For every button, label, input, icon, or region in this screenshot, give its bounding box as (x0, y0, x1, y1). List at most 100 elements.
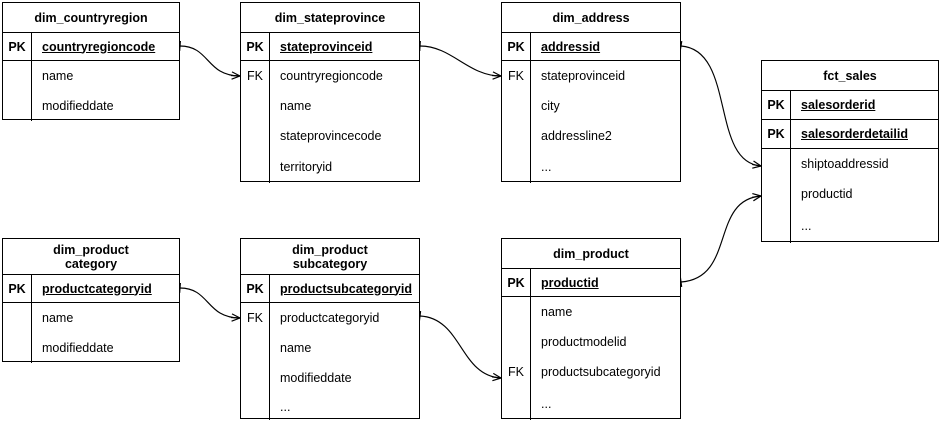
crows-foot-prong-1 (491, 376, 502, 379)
crows-foot-prong-2 (231, 313, 241, 319)
entity-title: fct_sales (762, 61, 938, 91)
attribute-name[interactable]: stateprovinceid (541, 69, 626, 83)
key-marker-empty (502, 151, 530, 183)
relationship-address-to-fctsales[interactable] (679, 40, 762, 169)
attribute-name[interactable]: productid (801, 187, 853, 201)
key-marker-empty (241, 363, 269, 393)
attribute-name[interactable]: productmodelid (541, 335, 627, 349)
key-marker: PK (502, 33, 531, 60)
key-marker-empty (502, 121, 530, 151)
attribute-name[interactable]: addressline2 (541, 129, 612, 143)
key-marker-empty (241, 151, 269, 183)
attribute-field-column: countryregioncode name stateprovincecode te… (270, 61, 419, 183)
relationship-line (179, 287, 241, 319)
attribute-name[interactable]: stateprovincecode (280, 129, 382, 143)
attribute-name[interactable]: name (42, 69, 74, 83)
entity-key-row[interactable]: PK productcategoryid (3, 275, 179, 303)
attribute-name[interactable]: modifieddate (42, 99, 114, 113)
attribute-name[interactable]: modifieddate (280, 371, 352, 385)
key-marker: PK (241, 275, 270, 302)
attribute-name[interactable]: name (280, 99, 312, 113)
attribute-name[interactable]: countryregioncode (280, 69, 383, 83)
attribute-name[interactable]: name (280, 341, 312, 355)
key-marker: PK (3, 33, 32, 60)
entity-title-line: dim_product (53, 242, 129, 257)
key-marker: PK (762, 91, 791, 119)
entity-attribute-block: name modifieddate (3, 303, 179, 363)
entity-title: dim_address (502, 3, 680, 33)
relationship-line (179, 45, 241, 77)
entity-attribute-block: FK stateprovinceid city addressline2... (502, 61, 680, 183)
relationship-countryregion-to-stateprovince[interactable] (179, 40, 241, 80)
relationship-product-to-fctsales[interactable] (679, 192, 762, 288)
entity-title-line: subcategory (292, 256, 368, 271)
entity-title-line: dim_product (292, 242, 368, 257)
attribute-name[interactable]: modifieddate (42, 341, 114, 355)
key-marker-empty (762, 209, 790, 243)
key-marker-empty (762, 179, 790, 209)
attribute-name[interactable]: city (541, 99, 560, 113)
key-marker: PK (3, 275, 32, 302)
key-marker-empty (3, 303, 31, 333)
crows-foot-prong-2 (231, 71, 241, 77)
key-marker: FK (508, 365, 524, 379)
attribute-name[interactable]: productcategoryid (280, 311, 380, 325)
attribute-name[interactable]: productsubcategoryid (541, 365, 661, 379)
relationship-line (419, 315, 502, 379)
key-marker-empty (762, 149, 790, 179)
relationship-subcategory-to-product[interactable] (418, 310, 502, 382)
attribute-name[interactable]: ... (541, 160, 552, 174)
crows-foot-prong-1 (230, 74, 241, 77)
attribute-name[interactable]: ... (801, 219, 812, 233)
entity-title: dim_stateprovince (241, 3, 419, 33)
entity-key-row[interactable]: PK productsubcategoryid (241, 275, 419, 303)
key-marker-empty (502, 327, 530, 357)
key-marker-empty (3, 91, 31, 121)
entity-attribute-block: name modifieddate (3, 61, 179, 121)
attribute-name[interactable]: name (541, 305, 573, 319)
field-name: productsubcategoryid (280, 281, 412, 296)
key-marker-empty (502, 91, 530, 121)
field-name: productcategoryid (42, 281, 152, 296)
attribute-field-column: name modifieddate (32, 303, 179, 363)
relationship-line (680, 195, 762, 283)
key-marker: PK (762, 120, 791, 148)
key-marker: FK (508, 69, 524, 83)
key-marker-empty (502, 387, 530, 420)
key-marker-empty (502, 297, 530, 327)
entity-title: dim_product (502, 239, 680, 269)
attribute-name[interactable]: territoryid (280, 160, 333, 174)
attribute-name[interactable]: shiptoaddressid (801, 157, 889, 171)
crows-foot-prong-0 (492, 377, 502, 382)
entity-title-line: dim_stateprovince (274, 10, 386, 25)
attribute-name[interactable]: ... (280, 399, 291, 414)
entity-title-line: dim_address (552, 10, 630, 25)
key-marker: FK (247, 311, 263, 325)
attribute-key-column: FK (241, 303, 270, 420)
relationship-stateprovince-to-address[interactable] (419, 40, 502, 80)
relationship-productcategory-to-subcategory[interactable] (179, 282, 241, 322)
entity-attribute-block: FK productcategoryid name modifieddate... (241, 303, 419, 420)
key-marker-empty (241, 333, 269, 363)
key-marker: PK (502, 269, 531, 296)
crows-foot-prong-0 (752, 165, 762, 169)
crows-foot-prong-0 (753, 195, 762, 202)
crows-foot-prong-2 (492, 71, 502, 77)
attribute-name[interactable]: ... (541, 396, 552, 411)
attribute-name[interactable]: name (42, 311, 74, 325)
